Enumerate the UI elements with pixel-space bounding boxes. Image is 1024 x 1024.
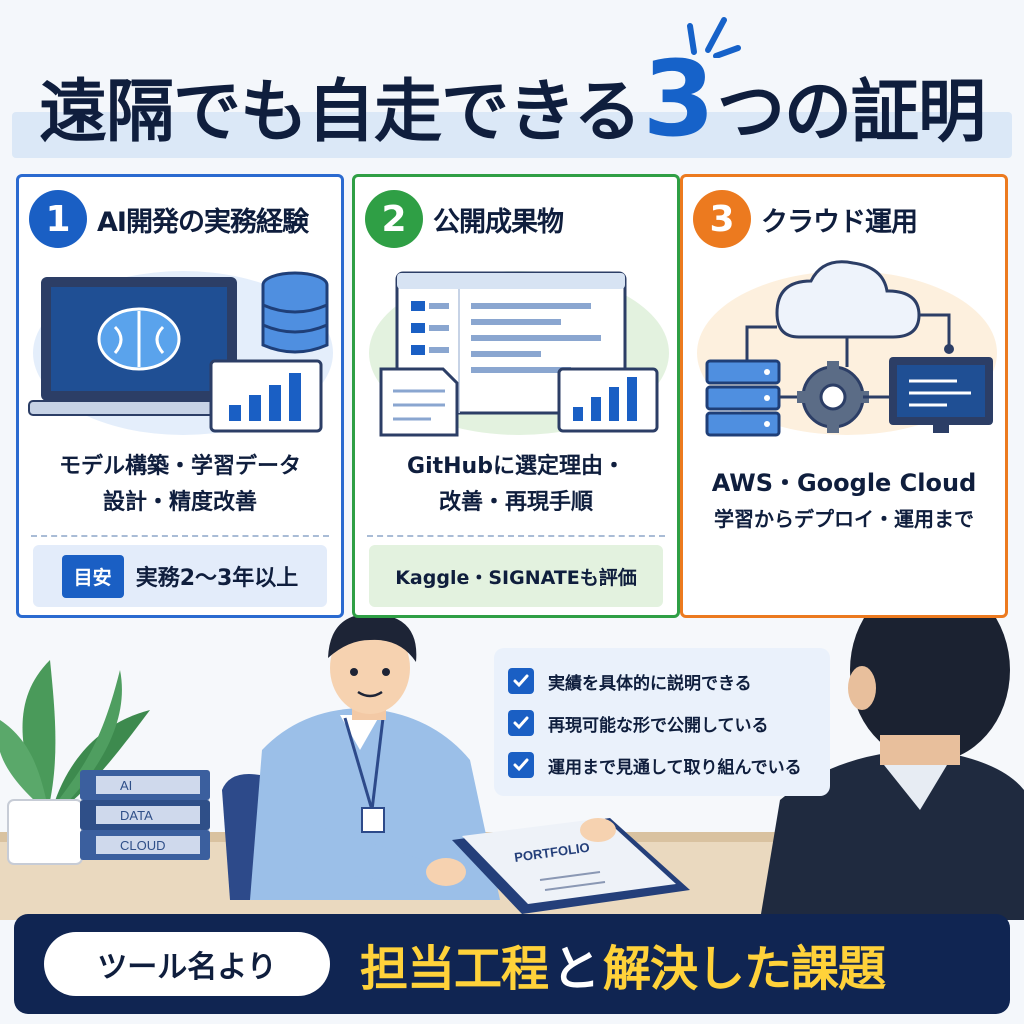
book-stack: AI DATA CLOUD	[80, 770, 210, 860]
title-text-before: 遠隔でも自走できる	[38, 72, 642, 152]
card-ai-experience: 1 AI開発の実務経験 モデル構築・学習データ 設計・精度改善 目安 実務2〜	[16, 174, 344, 618]
card-public-deliverables: 2 公開成果物	[352, 174, 680, 618]
book-label: AI	[120, 778, 132, 793]
card-description: モデル構築・学習データ 設計・精度改善	[25, 449, 335, 521]
repository-illustration	[369, 271, 669, 437]
emphasis-burst-icon	[687, 17, 741, 58]
book-label: DATA	[120, 808, 153, 823]
laptop-brain-illustration	[28, 271, 333, 435]
plant-icon	[0, 660, 150, 865]
card-description: AWS・Google Cloud 学習からデプロイ・運用まで	[689, 465, 999, 537]
bar-chart-icon	[209, 359, 323, 433]
database-icon	[261, 271, 329, 354]
card-number-badge: 2	[365, 190, 423, 248]
portfolio-folder: PORTFOLIO	[452, 818, 690, 914]
card-number-badge: 1	[29, 190, 87, 248]
checklist-item-text: 運用まで見通して取り組んでいる	[548, 757, 802, 778]
card-description-line: 学習からデプロイ・運用まで	[714, 507, 974, 531]
guideline-tag: 目安	[61, 554, 124, 598]
card-header: 2 公開成果物	[365, 187, 671, 251]
card-description: GitHubに選定理由・ 改善・再現手順	[361, 449, 671, 521]
card-title: 公開成果物	[433, 206, 564, 238]
card-number-badge: 3	[693, 190, 751, 248]
card-divider	[31, 535, 329, 537]
card-divider	[367, 535, 665, 537]
card-description-line: GitHubに選定理由・	[407, 454, 625, 479]
card-header: 1 AI開発の実務経験	[29, 187, 335, 251]
card-footer: 目安 実務2〜3年以上	[33, 545, 327, 607]
checklist: 実績を具体的に説明できる 再現可能な形で公開している 運用まで見通して取り組んで…	[494, 648, 830, 796]
bar-chart-icon	[557, 367, 659, 433]
banner-pill-label: ツール名より	[44, 932, 330, 996]
title-underline-band	[12, 112, 1012, 158]
checklist-item-text: 再現可能な形で公開している	[548, 715, 769, 736]
checklist-item: 再現可能な形で公開している	[508, 702, 816, 744]
server-icon	[705, 359, 781, 437]
card-header: 3 クラウド運用	[693, 187, 999, 251]
checklist-item: 実績を具体的に説明できる	[508, 660, 816, 702]
banner-highlight-issues: 解決した課題	[603, 941, 886, 997]
card-footer-text: 実務2〜3年以上	[135, 566, 299, 591]
banner-connector: と	[552, 941, 600, 997]
checklist-item: 運用まで見通して取り組んでいる	[508, 744, 816, 786]
cloud-infrastructure-illustration	[697, 260, 997, 437]
card-description-line: AWS・Google Cloud	[711, 469, 977, 497]
checkbox-checked-icon	[508, 752, 534, 778]
card-footer: Kaggle・SIGNATEも評価	[369, 545, 663, 607]
brain-icon	[97, 307, 181, 371]
book-label: CLOUD	[120, 838, 166, 853]
card-title: AI開発の実務経験	[97, 206, 309, 238]
title-number: 3	[642, 38, 715, 160]
page-title: 遠隔でも自走できる 3 つの証明	[0, 38, 1024, 160]
banner-message: 担当工程 と 解決した課題	[360, 918, 1000, 1010]
document-icon	[379, 367, 459, 437]
checkbox-checked-icon	[508, 668, 534, 694]
monitor-icon	[889, 357, 993, 433]
card-footer-text: Kaggle・SIGNATEも評価	[395, 566, 637, 589]
card-title: クラウド運用	[761, 206, 918, 238]
card-cloud-operations: 3 クラウド運用	[680, 174, 1008, 618]
card-description-line: 設計・精度改善	[102, 490, 257, 515]
checklist-item-text: 実績を具体的に説明できる	[548, 673, 752, 694]
banner-highlight-process: 担当工程	[360, 941, 549, 997]
card-description-line: モデル構築・学習データ	[58, 454, 301, 479]
cloud-icon	[775, 260, 921, 339]
candidate-person	[250, 613, 500, 900]
checkbox-checked-icon	[508, 710, 534, 736]
card-description-line: 改善・再現手順	[438, 490, 593, 515]
title-text-after: つの証明	[717, 72, 986, 152]
